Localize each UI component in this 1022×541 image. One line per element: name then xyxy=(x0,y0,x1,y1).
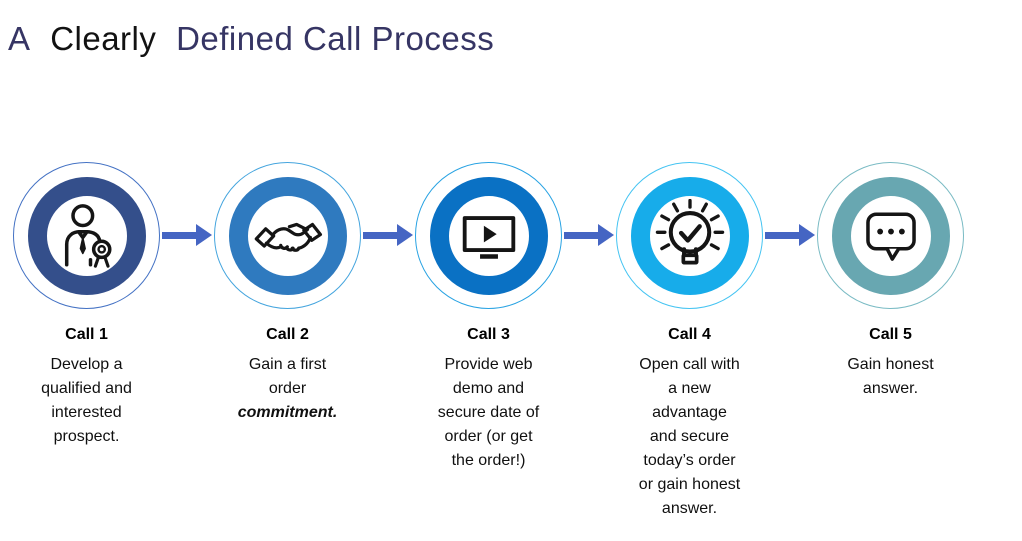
video-monitor-play-icon xyxy=(457,204,521,268)
title-word-accent: A xyxy=(8,20,31,57)
step-description: Gain honest answer. xyxy=(793,353,989,401)
step-ring xyxy=(831,176,950,295)
connector-arrow-icon xyxy=(162,224,212,246)
lightbulb-check-icon xyxy=(653,198,727,273)
call-step: Call 2 Gain a first order commitment. xyxy=(187,162,388,521)
step-description-line: Develop a xyxy=(50,356,123,373)
call-step: Call 3 Provide web demo and secure date of… xyxy=(388,162,589,521)
step-description-line: a new xyxy=(668,380,711,397)
step-ring xyxy=(630,176,749,295)
step-title: Call 3 xyxy=(467,326,510,343)
handshake-icon xyxy=(252,200,324,272)
step-description: Develop a qualified and interested prospect… xyxy=(0,353,185,449)
connector-arrow-icon xyxy=(564,224,614,246)
step-description-line: Open call with xyxy=(639,356,740,373)
step-description: Gain a first order commitment. xyxy=(190,353,386,425)
step-title: Call 2 xyxy=(266,326,309,343)
step-text: Call 5 Gain honest answer. xyxy=(793,326,989,401)
step-text: Call 3 Provide web demo and secure date of… xyxy=(391,326,587,473)
step-text: Call 1 Develop a qualified and interested p… xyxy=(0,326,185,449)
step-circle xyxy=(415,162,562,309)
step-description-line: today’s order xyxy=(643,452,736,469)
step-circle xyxy=(616,162,763,309)
title-word-plain: Clearly xyxy=(50,20,157,57)
step-ring xyxy=(228,176,347,295)
step-description-line: answer. xyxy=(661,500,718,517)
step-description: Open call with a new advantage and secure to… xyxy=(592,353,788,521)
step-description-line: the order!) xyxy=(451,452,526,469)
step-description: Provide web demo and secure date of order (… xyxy=(391,353,587,473)
step-text: Call 4 Open call with a new advantage and s… xyxy=(592,326,788,521)
step-title: Call 1 xyxy=(65,326,108,343)
step-text: Call 2 Gain a first order commitment. xyxy=(190,326,386,425)
step-description-line: Gain honest xyxy=(847,356,934,373)
step-circle xyxy=(214,162,361,309)
connector-arrow-icon xyxy=(363,224,413,246)
step-description-line: secure date of xyxy=(437,404,540,421)
step-description-line: and secure xyxy=(649,428,730,445)
step-description-line: Gain a first xyxy=(248,356,327,373)
step-description-line: answer. xyxy=(862,380,919,397)
call-process-diagram: Call 1 Develop a qualified and interested p… xyxy=(0,162,991,521)
step-description-emphasis: commitment. xyxy=(237,404,338,421)
connector-arrow-icon xyxy=(765,224,815,246)
step-description-line: or gain honest xyxy=(638,476,741,493)
title-phrase-accent: Defined Call Process xyxy=(176,20,495,57)
businessman-badge-icon xyxy=(52,201,122,271)
step-description-line: Provide web xyxy=(444,356,533,373)
step-title: Call 5 xyxy=(869,326,912,343)
call-step: Call 5 Gain honest answer. xyxy=(790,162,991,521)
speech-bubble-dots-icon xyxy=(859,204,923,268)
step-ring xyxy=(429,176,548,295)
step-title: Call 4 xyxy=(668,326,711,343)
step-description-line: qualified and xyxy=(41,380,132,397)
step-description-line: advantage xyxy=(652,404,727,421)
step-description-line: order (or get xyxy=(444,428,533,445)
step-circle xyxy=(13,162,160,309)
slide-title: A Clearly Defined Call Process xyxy=(8,20,494,58)
step-ring xyxy=(27,176,146,295)
step-description-line: interested xyxy=(51,404,122,421)
step-description-line: order xyxy=(268,380,307,397)
step-description-line: demo and xyxy=(452,380,525,397)
call-step: Call 1 Develop a qualified and interested p… xyxy=(0,162,187,521)
call-step: Call 4 Open call with a new advantage and s… xyxy=(589,162,790,521)
step-description-line: prospect. xyxy=(53,428,120,445)
step-circle xyxy=(817,162,964,309)
